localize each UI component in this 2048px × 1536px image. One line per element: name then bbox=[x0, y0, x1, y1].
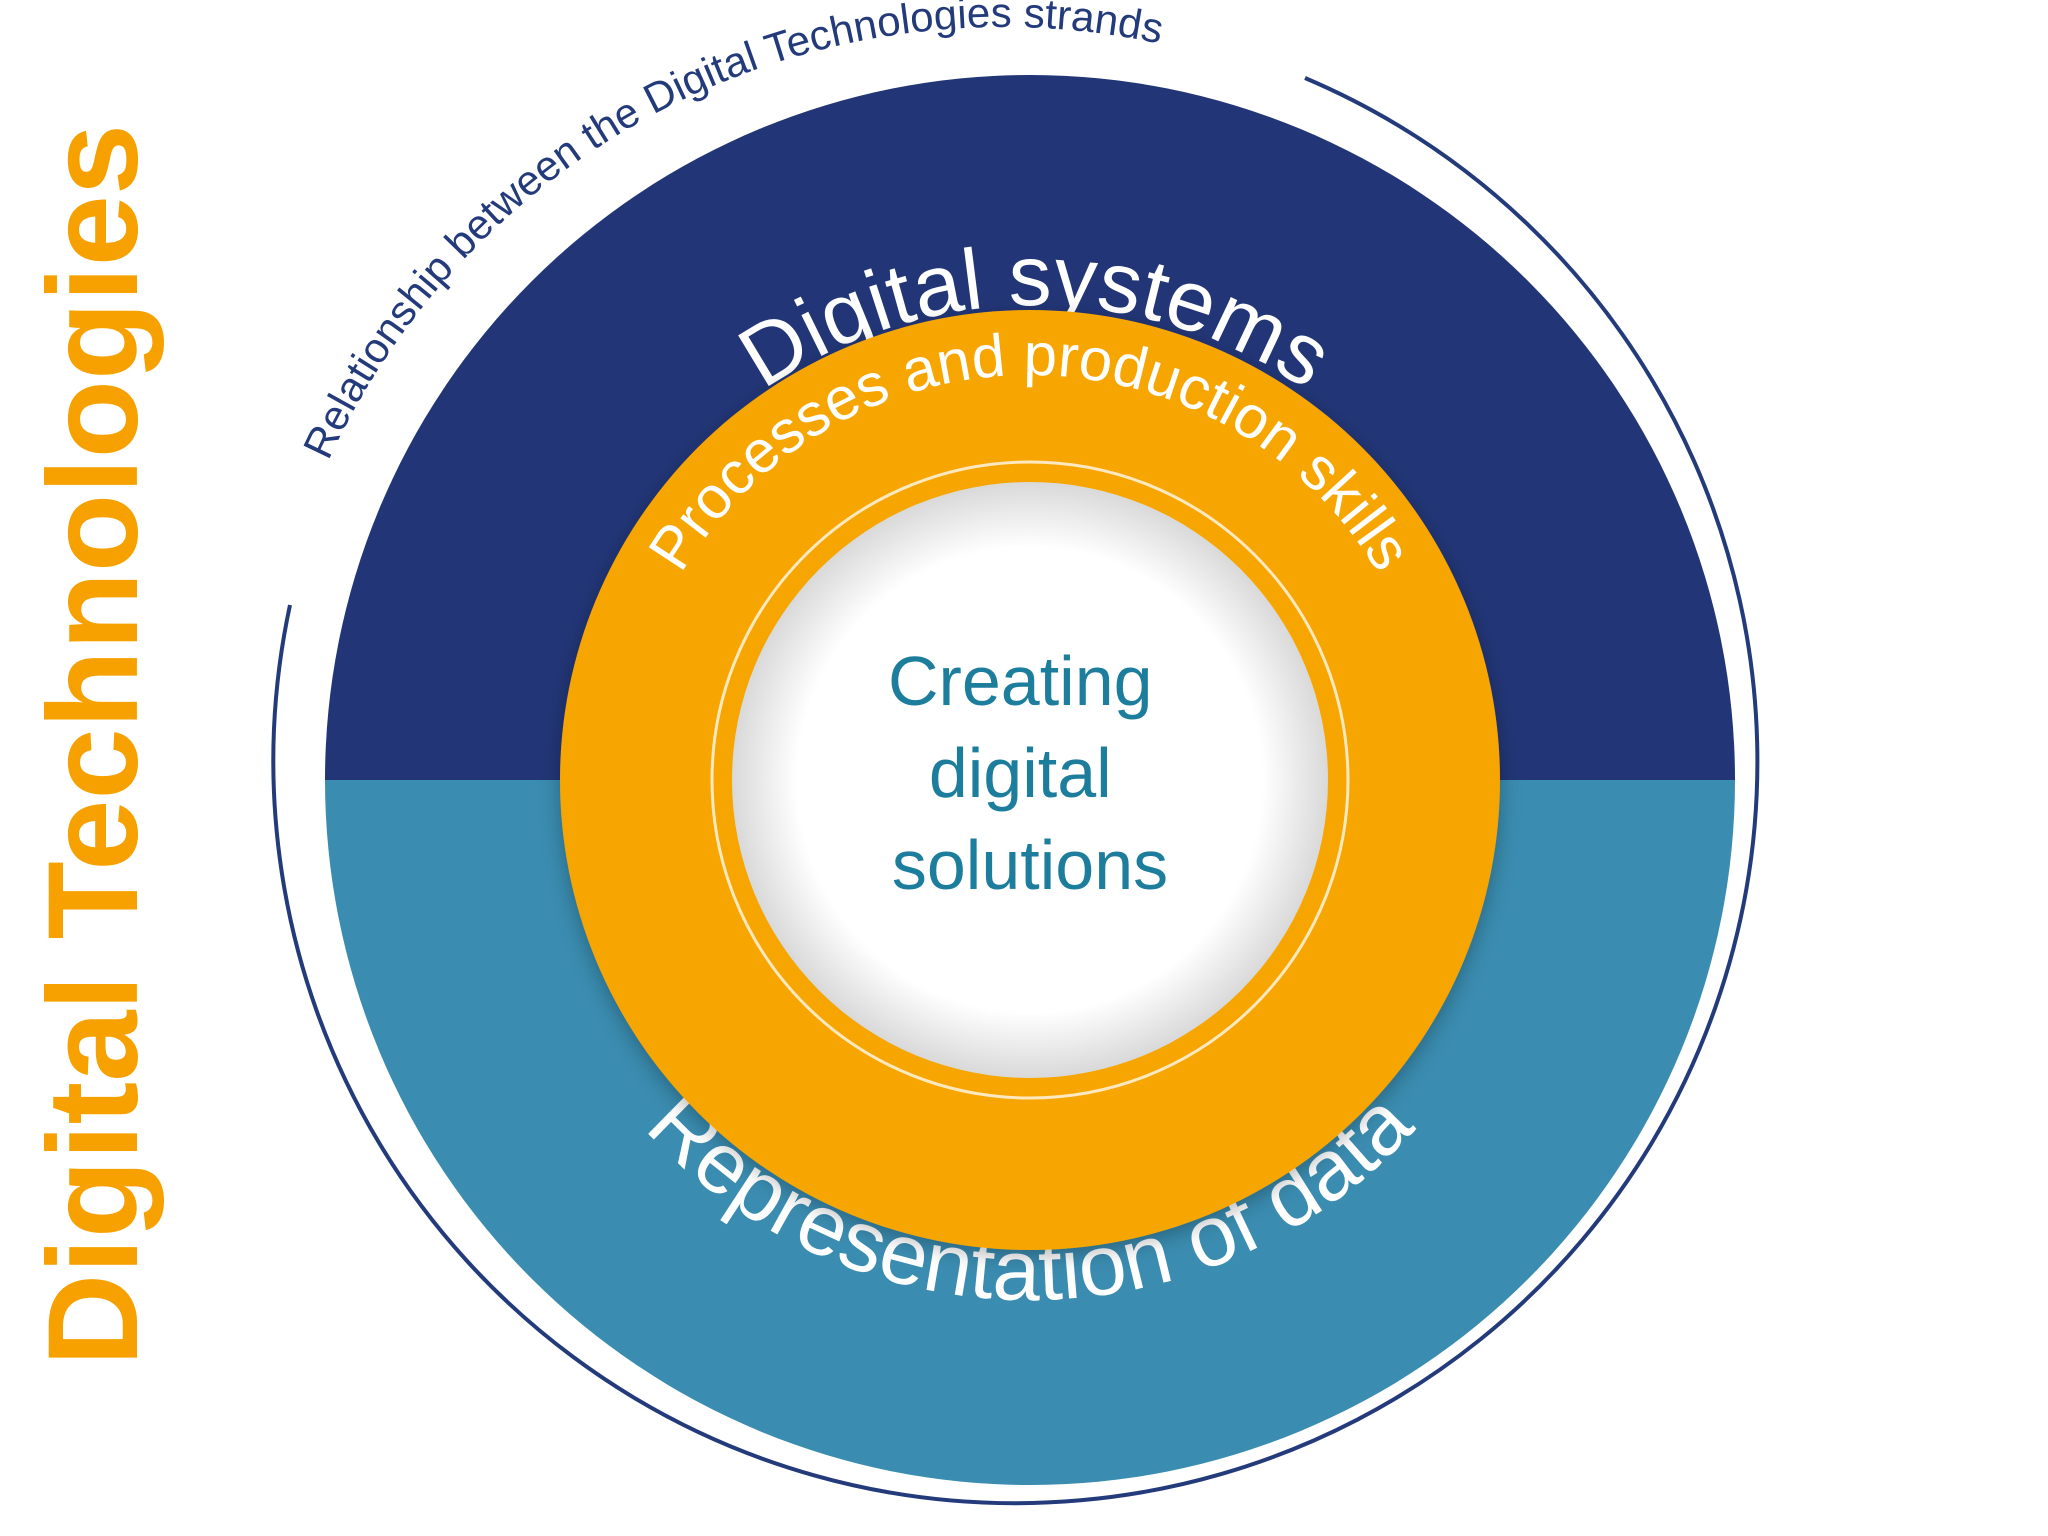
center-line-3: solutions bbox=[892, 826, 1168, 904]
outer-caption-ring bbox=[271, 76, 1760, 1506]
inner-ring-line bbox=[710, 460, 1350, 1100]
center-line-2: digital bbox=[929, 734, 1112, 812]
center-line-1: Creating bbox=[888, 642, 1153, 720]
side-title: Digital Technologies bbox=[22, 124, 165, 1366]
center-label: Creating digital solutions bbox=[888, 642, 1172, 904]
center-circle bbox=[732, 482, 1328, 1078]
